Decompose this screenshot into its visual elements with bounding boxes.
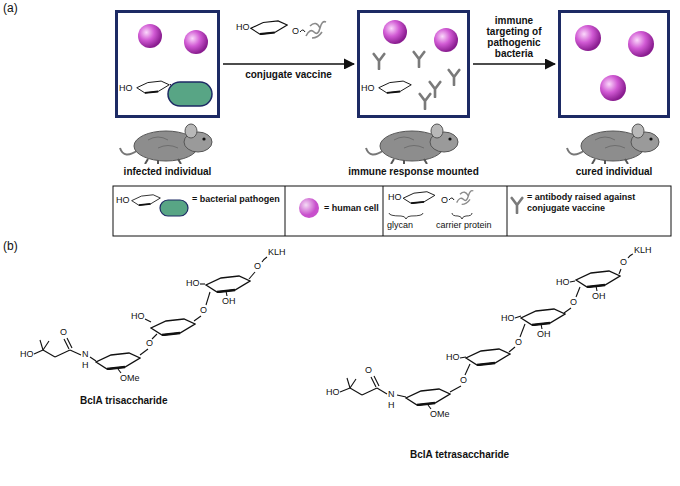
structure-name: BclA trisaccharide [80, 396, 167, 407]
structure-name: BclA tetrasaccharide [410, 450, 509, 461]
atom-label: OMe [120, 374, 140, 383]
atom-label: O [441, 196, 448, 205]
panel-letter: (b) [3, 240, 18, 253]
legend-swatch [299, 198, 319, 218]
atom-label: O [620, 258, 627, 267]
panel-caption: cured individual [576, 166, 653, 177]
atom-label: O [570, 298, 577, 307]
atom-label: KLH [634, 246, 652, 255]
panel-letter: (a) [3, 2, 18, 15]
atom-label: O [515, 338, 522, 347]
atom-label: HO [236, 23, 250, 32]
atom-label: HO [116, 196, 130, 205]
atom-label: H [388, 401, 395, 410]
atom-label: O [292, 27, 299, 36]
atom-label: N [388, 390, 395, 399]
atom-label: O [460, 376, 467, 385]
atom-label: HO [20, 350, 34, 359]
atom-label: HO [186, 279, 200, 288]
atom-label: OH [537, 330, 551, 339]
atom-label: HO [326, 388, 340, 397]
atom-label: KLH [268, 248, 286, 257]
atom-label: HO [131, 312, 145, 321]
atom-label: O [254, 262, 261, 271]
atom-label: O [60, 328, 67, 337]
panel-box: infected individual [115, 10, 220, 118]
panel-box: cured individual [558, 10, 670, 118]
atom-label: HO [388, 193, 402, 202]
atom-label: OH [592, 292, 606, 301]
atom-label: OH [222, 297, 236, 306]
arrow-label: immune targeting of pathogenic bacteria [475, 15, 553, 59]
atom-label: O [146, 339, 153, 348]
atom-label: carrier protein [436, 221, 492, 230]
panel-box: immune response mounted [357, 10, 470, 118]
atom-label: H [82, 361, 89, 370]
atom-label: HO [556, 278, 570, 287]
atom-label: O [365, 366, 372, 375]
process-arrow [223, 63, 354, 65]
atom-label: HO [361, 84, 375, 93]
legend-text: = human cell [324, 203, 382, 214]
panel-caption: infected individual [124, 166, 212, 177]
arrow-label: conjugate vaccine [225, 69, 352, 80]
legend-text: = bacterial pathogen [192, 194, 282, 205]
atom-label: glycan [387, 221, 413, 230]
atom-label: O [200, 306, 207, 315]
atom-label: N [82, 350, 89, 359]
panel-caption: immune response mounted [348, 166, 479, 177]
process-arrow [473, 63, 555, 65]
legend-text: = antibody raised against conjugate vacc… [527, 192, 667, 214]
atom-label: HO [119, 84, 133, 93]
atom-label: HO [446, 353, 460, 362]
atom-label: HO [501, 314, 515, 323]
atom-label: OMe [430, 410, 450, 419]
